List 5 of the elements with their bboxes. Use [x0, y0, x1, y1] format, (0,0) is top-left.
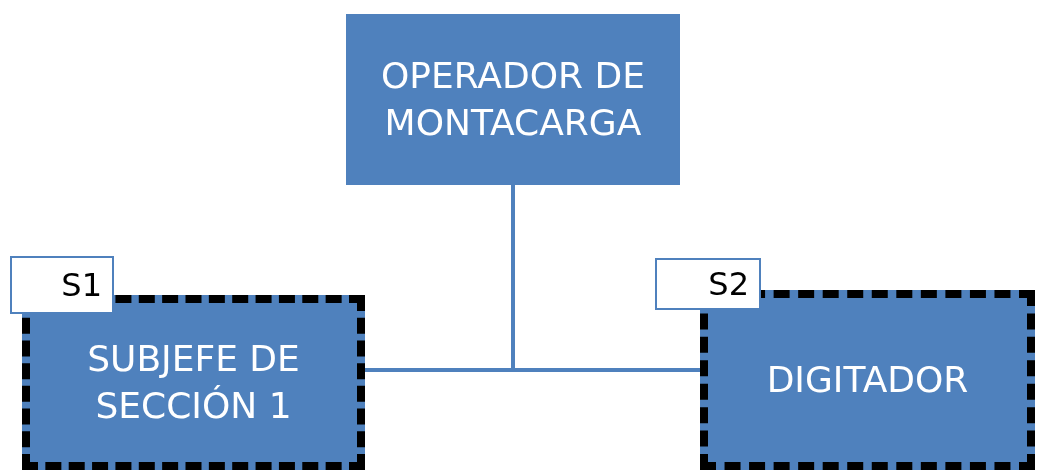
- connector-line: [511, 185, 700, 372]
- org-chart-box: SUBJEFE DE SECCIÓN 1: [22, 295, 365, 470]
- org-chart-box: OPERADOR DE MONTACARGA: [346, 14, 680, 185]
- tag-label: S2: [655, 258, 761, 310]
- tag-label: S1: [10, 256, 114, 314]
